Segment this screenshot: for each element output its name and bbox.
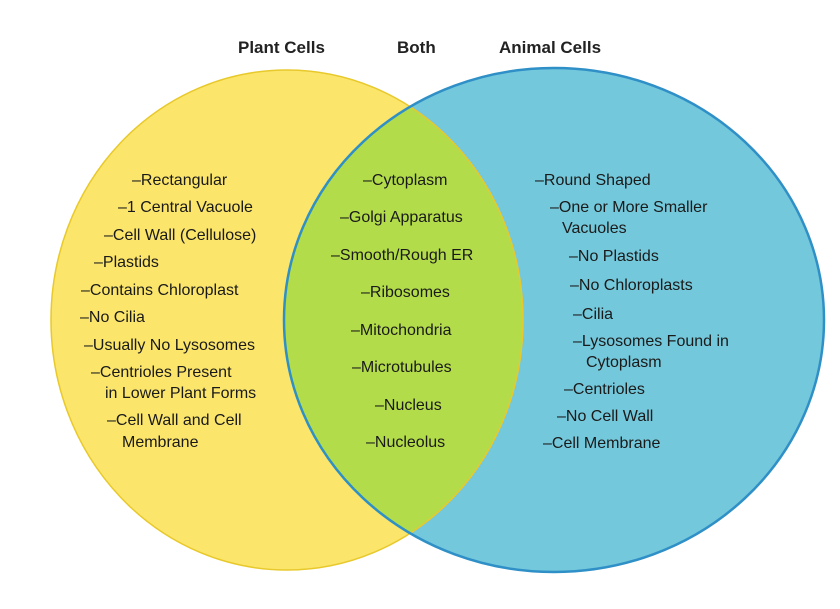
plant-item: –Rectangular	[132, 172, 228, 189]
plant-item: –Cell Wall and Cell	[107, 412, 242, 429]
both-item: –Golgi Apparatus	[340, 209, 463, 226]
animal-item: –Round Shaped	[535, 172, 651, 189]
plant-item: Membrane	[122, 434, 199, 451]
animal-item: Cytoplasm	[586, 354, 662, 371]
animal-item: –Centrioles	[564, 381, 645, 398]
overlap-region	[284, 70, 523, 570]
animal-item: –Cilia	[573, 306, 614, 323]
animal-item: –Lysosomes Found in	[573, 333, 729, 350]
plant-item: –Usually No Lysosomes	[84, 337, 256, 354]
both-item: –Nucleolus	[366, 434, 446, 451]
plant-cells-heading: Plant Cells	[238, 38, 325, 57]
plant-item: –Cell Wall (Cellulose)	[104, 227, 257, 244]
animal-item: –Cell Membrane	[543, 435, 661, 452]
both-item: –Mitochondria	[351, 322, 452, 339]
both-item: –Microtubules	[352, 359, 452, 376]
both-heading: Both	[397, 38, 436, 57]
plant-item: in Lower Plant Forms	[105, 385, 257, 402]
plant-item: –1 Central Vacuole	[118, 199, 253, 216]
animal-item: Vacuoles	[562, 220, 627, 237]
animal-circle-outline	[282, 66, 826, 574]
animal-item: –No Cell Wall	[557, 408, 654, 425]
both-item: –Smooth/Rough ER	[331, 247, 474, 264]
animal-item: –One or More Smaller	[550, 199, 708, 216]
plant-item: –Plastids	[94, 254, 159, 271]
plant-item: –Centrioles Present	[91, 364, 232, 381]
both-item: –Ribosomes	[361, 284, 450, 301]
animal-item: –No Chloroplasts	[570, 277, 693, 294]
plant-item: –Contains Chloroplast	[81, 282, 239, 299]
animal-item: –No Plastids	[569, 248, 659, 265]
animal-cells-heading: Animal Cells	[499, 38, 602, 57]
both-item: –Cytoplasm	[363, 172, 448, 189]
plant-circle-outline	[50, 69, 524, 571]
both-item: –Nucleus	[375, 397, 442, 414]
plant-item: –No Cilia	[80, 309, 145, 326]
